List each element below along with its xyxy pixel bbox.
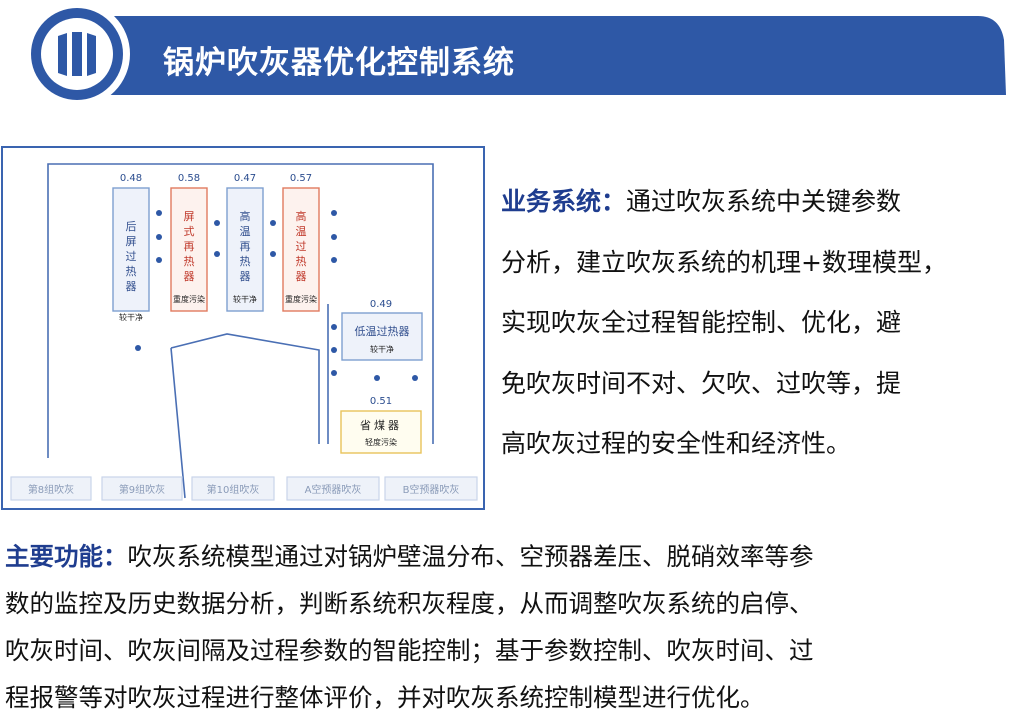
heater-name-char: 器 bbox=[184, 270, 195, 283]
heater-status: 较干净 bbox=[119, 312, 143, 322]
economizer-name: 省煤器 bbox=[360, 419, 402, 432]
heater-value: 0.57 bbox=[290, 173, 312, 184]
business-line-1: 业务系统：通过吹灰系统中关键参数 bbox=[501, 187, 902, 216]
heater-status: 较干净 bbox=[233, 294, 257, 304]
heater-name-char: 温 bbox=[296, 225, 307, 238]
heater-value: 0.58 bbox=[178, 173, 200, 184]
heater-name-char: 器 bbox=[126, 280, 137, 293]
heater-name-char: 过 bbox=[296, 240, 307, 253]
business-line-4: 免吹灰时间不对、欠吹、过吹等，提 bbox=[501, 368, 902, 398]
heater-column-2: 0.47 高 温 再 热 器 较干净 bbox=[226, 173, 264, 312]
boiler-outline bbox=[47, 163, 434, 499]
group-button-label: 第8组吹灰 bbox=[28, 483, 74, 496]
low-temp-superheater: 0.49 低温过热器 较干净 bbox=[341, 299, 423, 361]
header-bar bbox=[70, 16, 1006, 95]
heater-name-char: 高 bbox=[296, 209, 307, 223]
heater-name-char: 过 bbox=[126, 250, 137, 263]
heater-name-char: 屏 bbox=[126, 235, 137, 248]
heater-name-char: 器 bbox=[240, 270, 251, 283]
low-temp-value: 0.49 bbox=[370, 299, 392, 310]
heater-name-char: 式 bbox=[184, 225, 195, 238]
heater-value: 0.48 bbox=[120, 173, 142, 184]
group-button-2[interactable]: 第10组吹灰 bbox=[191, 476, 275, 501]
heater-name-char: 温 bbox=[240, 225, 251, 238]
low-temp-box bbox=[341, 312, 423, 361]
heater-column-1: 0.58 屏 式 再 热 器 重度污染 bbox=[170, 173, 208, 312]
group-button-label: B空预器吹灰 bbox=[403, 483, 460, 496]
bars-logo-icon bbox=[58, 32, 96, 76]
heater-name-char: 后 bbox=[126, 220, 137, 233]
heater-name-char: 热 bbox=[240, 255, 251, 268]
boiler-diagram: 0.48 后 屏 过 热 器 较干净 0.58 屏 式 再 热 器 重度污染 0… bbox=[1, 146, 485, 510]
group-button-label: 第9组吹灰 bbox=[119, 483, 165, 496]
group-button-0[interactable]: 第8组吹灰 bbox=[10, 476, 92, 501]
heater-name-char: 热 bbox=[126, 265, 137, 278]
heater-name-char: 屏 bbox=[184, 210, 195, 223]
heater-name-char: 热 bbox=[296, 255, 307, 268]
header-banner: 锅炉吹灰器优化控制系统 bbox=[0, 0, 1013, 110]
heater-status: 重度污染 bbox=[173, 294, 205, 304]
heater-box bbox=[282, 187, 320, 312]
business-line-2: 分析，建立吹灰系统的机理+数理模型， bbox=[501, 247, 947, 277]
group-button-3[interactable]: A空预器吹灰 bbox=[286, 476, 380, 501]
heater-status: 重度污染 bbox=[285, 294, 317, 304]
function-line-3: 吹灰时间、吹灰间隔及过程参数的智能控制；基于参数控制、吹灰时间、过 bbox=[5, 636, 814, 665]
heater-name-char: 器 bbox=[296, 270, 307, 283]
group-button-label: 第10组吹灰 bbox=[207, 483, 260, 496]
business-line-3: 实现吹灰全过程智能控制、优化，避 bbox=[501, 308, 902, 337]
function-line-4: 程报警等对吹灰过程进行整体评价，并对吹灰系统控制模型进行优化。 bbox=[5, 683, 765, 712]
main-functions: 主要功能：吹灰系统模型通过对锅炉壁温分布、空预器差压、脱硝效率等参 数的监控及历… bbox=[5, 533, 1010, 721]
group-button-1[interactable]: 第9组吹灰 bbox=[101, 476, 183, 501]
economizer-value: 0.51 bbox=[370, 396, 392, 407]
group-button-4[interactable]: B空预器吹灰 bbox=[384, 476, 478, 501]
economizer-status: 轻度污染 bbox=[365, 437, 397, 447]
function-label: 主要功能： bbox=[5, 542, 128, 571]
heater-name-char: 热 bbox=[184, 255, 195, 268]
low-temp-name: 低温过热器 bbox=[355, 325, 410, 338]
economizer: 0.51 省煤器 轻度污染 bbox=[340, 396, 422, 454]
heater-box bbox=[226, 187, 264, 312]
economizer-box bbox=[340, 410, 422, 454]
business-description: 业务系统：通过吹灰系统中关键参数 分析，建立吹灰系统的机理+数理模型， 实现吹灰… bbox=[501, 172, 1013, 475]
heater-box bbox=[170, 187, 208, 312]
heater-column-0: 0.48 后 屏 过 热 器 较干净 bbox=[112, 173, 150, 322]
heater-name-char: 高 bbox=[240, 209, 251, 223]
function-line-1: 主要功能：吹灰系统模型通过对锅炉壁温分布、空预器差压、脱硝效率等参 bbox=[5, 542, 814, 571]
group-button-label: A空预器吹灰 bbox=[305, 483, 362, 496]
business-line-5: 高吹灰过程的安全性和经济性。 bbox=[501, 429, 852, 458]
heater-box bbox=[112, 187, 150, 312]
function-line-2: 数的监控及历史数据分析，判断系统积灰程度，从而调整吹灰系统的启停、 bbox=[5, 589, 814, 618]
header-graphic bbox=[24, 1, 1006, 107]
low-temp-status: 较干净 bbox=[370, 344, 394, 354]
heater-name-char: 再 bbox=[184, 240, 195, 253]
page-title: 锅炉吹灰器优化控制系统 bbox=[163, 45, 515, 81]
heater-name-char: 再 bbox=[240, 240, 251, 253]
business-label: 业务系统： bbox=[501, 187, 627, 216]
soot-blower-dots bbox=[135, 210, 418, 381]
heater-column-3: 0.57 高 温 过 热 器 重度污染 bbox=[282, 173, 320, 312]
heater-value: 0.47 bbox=[234, 173, 256, 184]
